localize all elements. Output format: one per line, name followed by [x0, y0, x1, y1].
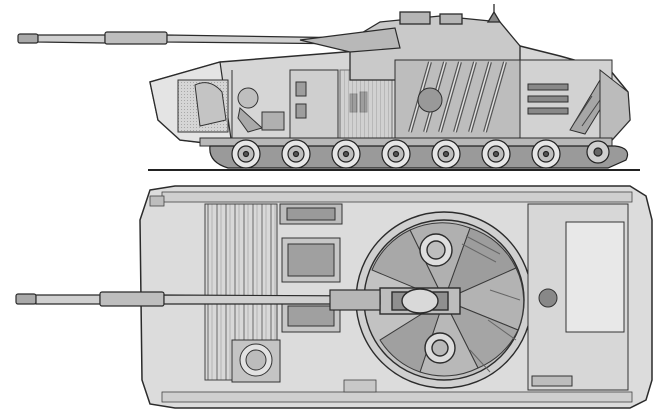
top-front-plates — [279, 203, 343, 333]
top-driver-cupola — [231, 339, 281, 383]
drive-sprocket — [586, 140, 610, 164]
road-wheel — [531, 139, 561, 169]
top-exhaust-port — [538, 288, 558, 308]
road-wheel — [281, 139, 311, 169]
road-wheel — [231, 139, 261, 169]
side-view — [17, 4, 640, 171]
side-main-gun — [17, 27, 401, 53]
top-fender-lower — [161, 391, 633, 403]
top-engine-deck — [527, 203, 629, 391]
road-wheel — [331, 139, 361, 169]
top-view — [15, 185, 653, 409]
top-stowage-box — [149, 195, 165, 207]
side-ammo-rack — [394, 59, 521, 139]
road-wheel — [431, 139, 461, 169]
top-fender-upper — [161, 191, 633, 203]
top-stowage-box — [343, 379, 377, 393]
top-main-gun — [15, 289, 381, 311]
side-engine-compartment — [519, 59, 631, 141]
road-wheel — [481, 139, 511, 169]
side-driver-compartment — [177, 70, 285, 140]
top-turret — [355, 211, 533, 389]
side-track — [209, 145, 629, 169]
side-road-wheels — [231, 139, 610, 169]
road-wheel — [381, 139, 411, 169]
